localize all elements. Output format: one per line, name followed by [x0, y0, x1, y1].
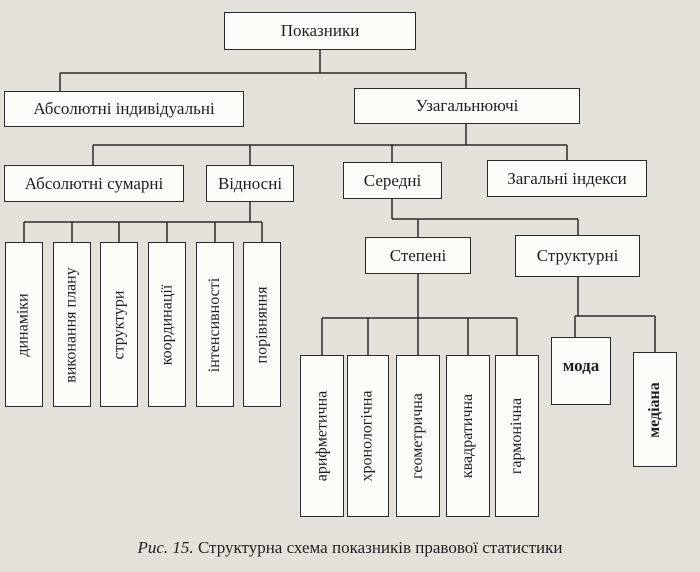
relative-type-structure: структури	[100, 242, 138, 407]
mean-quadratic: квадратична	[446, 355, 490, 517]
absolute-individual-label: Абсолютні індивідуальні	[33, 99, 215, 118]
mean-chronological: хронологічна	[347, 355, 389, 517]
caption-text: Структурна схема показників правової ста…	[193, 538, 563, 557]
relative-type-comparison: порівняння	[243, 242, 281, 407]
relative-type-intensity: інтенсивності	[196, 242, 234, 407]
absolute-individual-box: Абсолютні індивідуальні	[4, 91, 244, 127]
structural-label: Структурні	[536, 246, 619, 265]
power-means-label: Степені	[389, 245, 447, 265]
structural-box: Структурні	[515, 235, 640, 277]
relative-box: Відносні	[206, 165, 294, 202]
mode-label: мода	[562, 356, 600, 375]
figure-caption: Рис. 15. Структурна схема показників пра…	[0, 538, 700, 558]
general-indices-box: Загальні індекси	[487, 160, 647, 197]
power-means-box: Степені	[365, 237, 471, 274]
average-label: Середні	[363, 170, 422, 190]
average-box: Середні	[343, 162, 442, 199]
absolute-total-label: Абсолютні сумарні	[24, 173, 164, 193]
mean-arithmetic: арифметична	[300, 355, 344, 517]
caption-prefix: Рис. 15.	[137, 538, 194, 557]
relative-type-dynamics: динаміки	[5, 242, 43, 407]
mean-harmonic: гармонічна	[495, 355, 539, 517]
root-label: Показники	[280, 21, 360, 40]
general-indices-label: Загальні індекси	[507, 168, 627, 188]
relative-label: Відносні	[217, 173, 283, 193]
generalizing-box: Узагальнюючі	[354, 88, 580, 124]
absolute-total-box: Абсолютні сумарні	[4, 165, 184, 202]
relative-type-plan-fulfillment: виконання плану	[53, 242, 91, 407]
median-box: медіана	[633, 352, 677, 467]
generalizing-label: Узагальнюючі	[415, 96, 519, 115]
root-box: Показники	[224, 12, 416, 50]
mean-geometric: геометрична	[396, 355, 440, 517]
relative-type-coordination: координації	[148, 242, 186, 407]
mode-box: мода	[551, 337, 611, 405]
